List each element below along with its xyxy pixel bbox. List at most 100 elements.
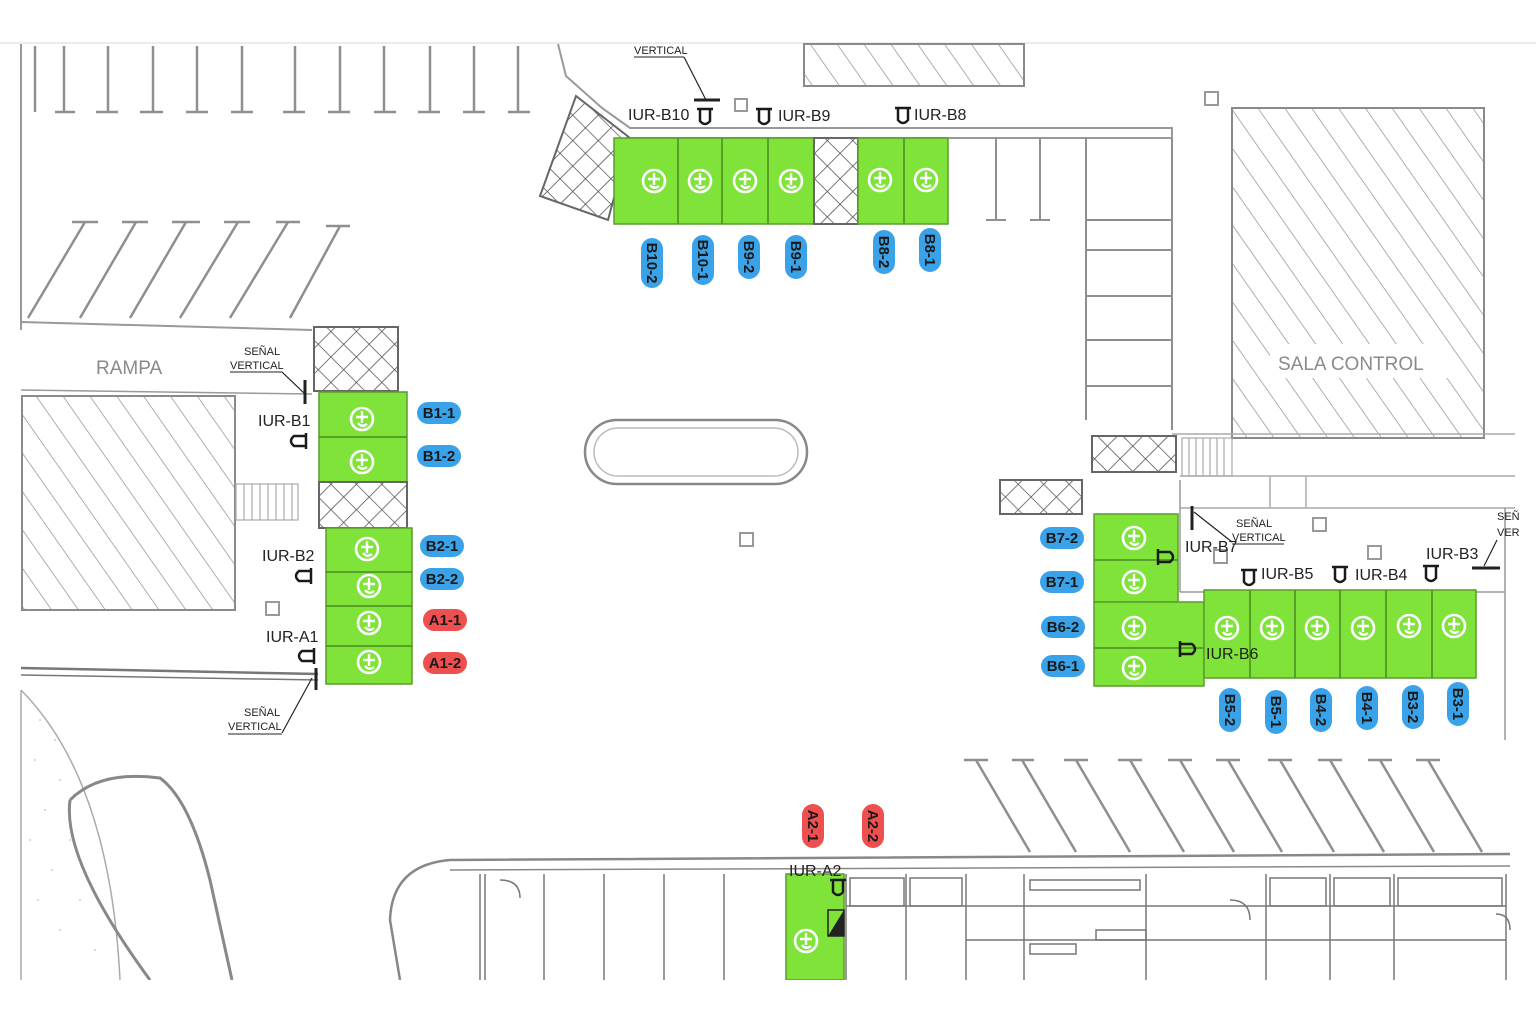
spot-tag-label: B10-1	[694, 240, 711, 281]
charging-point-b1: IUR-B1	[258, 413, 311, 449]
column-marker	[739, 532, 754, 547]
left-building	[21, 395, 236, 611]
sign-label: VERTICAL	[1232, 532, 1286, 544]
spot-tag-b2-2: B2-2	[420, 568, 464, 590]
left-sign-top: SEÑAL VERTICAL	[230, 345, 307, 404]
spot-tag-pill	[423, 609, 467, 631]
spot-tag-label: B9-2	[740, 241, 757, 274]
charging-point-b10: IUR-B10	[628, 107, 713, 126]
spot-tag-pill	[1040, 571, 1084, 593]
spot-tag-pill	[1447, 682, 1469, 726]
right-sign-b3: SEÑ VER	[1472, 510, 1520, 570]
spot-tag-label: B3-2	[1404, 691, 1421, 724]
charging-point-b5: IUR-B5	[1241, 566, 1314, 587]
charging-point-label: IUR-B3	[1426, 546, 1479, 563]
left-ev-block	[313, 326, 413, 685]
sign-label: SEÑAL	[244, 345, 280, 358]
spot-tag-label: B7-1	[1046, 574, 1079, 591]
spot-tag-pill	[1041, 616, 1085, 638]
charging-point-label: IUR-B4	[1355, 567, 1408, 584]
spot-tag-b3-2: B3-2	[1402, 685, 1424, 729]
spot-tag-label: B3-1	[1449, 688, 1466, 721]
spot-tag-b1-1: B1-1	[417, 402, 461, 424]
gravel-area	[29, 719, 96, 951]
spot-tag-label: B5-1	[1267, 696, 1284, 729]
spot-tag-pill	[738, 235, 760, 279]
spot-tag-pill	[1265, 690, 1287, 734]
spot-tag-b5-2: B5-2	[1219, 688, 1241, 732]
sign-label: SEÑAL	[1236, 517, 1272, 530]
spot-tag-b10-2: B10-2	[641, 238, 663, 288]
spot-tag-b7-2: B7-2	[1040, 527, 1084, 549]
spot-tag-label: A2-1	[804, 810, 821, 843]
charger-plug-icon	[1332, 565, 1348, 584]
left-stairs	[235, 483, 299, 521]
charger-plug-icon	[294, 568, 313, 584]
sign-label: VER	[1497, 527, 1520, 539]
central-island	[583, 418, 809, 486]
spot-tag-pill	[1402, 685, 1424, 729]
charging-point-b4: IUR-B4	[1332, 565, 1408, 584]
spot-tag-pill	[785, 235, 807, 279]
spot-tag-a2-1: A2-1	[802, 804, 824, 848]
spot-tag-pill	[862, 804, 884, 848]
spot-tag-pill	[802, 804, 824, 848]
spot-tag-b4-1: B4-1	[1356, 686, 1378, 730]
spot-tag-label: B8-1	[921, 234, 938, 267]
charger-plug-icon	[830, 878, 846, 897]
charger-plug-icon	[1423, 564, 1439, 583]
top-sign: VERTICAL	[634, 45, 720, 102]
spot-tag-b8-1: B8-1	[919, 228, 941, 272]
spot-tag-a2-2: A2-2	[862, 804, 884, 848]
spot-tag-label: A1-2	[429, 655, 462, 672]
spot-tag-b10-1: B10-1	[692, 235, 714, 285]
spot-tag-pill	[1310, 688, 1332, 732]
ramp-label: RAMPA	[96, 358, 162, 379]
top-hatch-wedge	[538, 94, 632, 222]
charger-plug-icon	[297, 648, 316, 664]
top-building	[803, 43, 1025, 87]
bottom-building	[479, 874, 1511, 980]
spot-tag-label: B6-2	[1047, 619, 1080, 636]
spot-tag-pill	[417, 402, 461, 424]
charger-plug-icon	[697, 107, 713, 126]
sala-control-building	[1231, 107, 1485, 439]
spot-tag-pill	[420, 568, 464, 590]
road-edge-left	[20, 666, 319, 676]
spot-tag-label: B2-1	[426, 538, 459, 555]
spot-tag-b3-1: B3-1	[1447, 682, 1469, 726]
charging-point-label: IUR-B8	[914, 107, 967, 124]
spot-tag-label: B6-1	[1047, 658, 1080, 675]
charging-point-label: IUR-B5	[1261, 566, 1314, 583]
spot-tag-pill	[417, 445, 461, 467]
ramp-bottom-edge	[20, 389, 313, 395]
spot-tag-label: B4-1	[1358, 692, 1375, 725]
charging-point-a2: IUR-A2	[789, 863, 846, 897]
charging-point-label: IUR-A2	[789, 863, 842, 880]
column-marker	[265, 601, 280, 616]
spot-tag-label: B1-2	[423, 448, 456, 465]
spot-tag-b6-1: B6-1	[1041, 655, 1085, 677]
right-stairs	[1181, 437, 1233, 477]
charging-point-b7: IUR-B7	[1156, 539, 1238, 565]
charging-point-a1: IUR-A1	[266, 629, 319, 664]
sign-label: SEÑAL	[244, 706, 280, 719]
spot-tag-b7-1: B7-1	[1040, 571, 1084, 593]
charging-point-label: IUR-B6	[1206, 646, 1259, 663]
charging-point-label: IUR-B7	[1185, 539, 1238, 556]
left-sign-bottom: SEÑAL VERTICAL	[228, 668, 318, 735]
spot-tag-label: B5-2	[1221, 694, 1238, 727]
spot-tag-pill	[873, 230, 895, 274]
spot-tag-label: B4-2	[1312, 694, 1329, 727]
spot-tag-b5-1: B5-1	[1265, 690, 1287, 734]
sign-label: SEÑ	[1497, 510, 1520, 523]
charging-point-label: IUR-A1	[266, 629, 319, 646]
spot-tag-pill	[1040, 527, 1084, 549]
charging-point-label: IUR-B2	[262, 548, 315, 565]
diagonal-parking-right	[964, 758, 1484, 853]
charger-plug-icon	[1241, 568, 1257, 587]
top-right-parking	[986, 138, 1173, 430]
spot-tag-b9-2: B9-2	[738, 235, 760, 279]
